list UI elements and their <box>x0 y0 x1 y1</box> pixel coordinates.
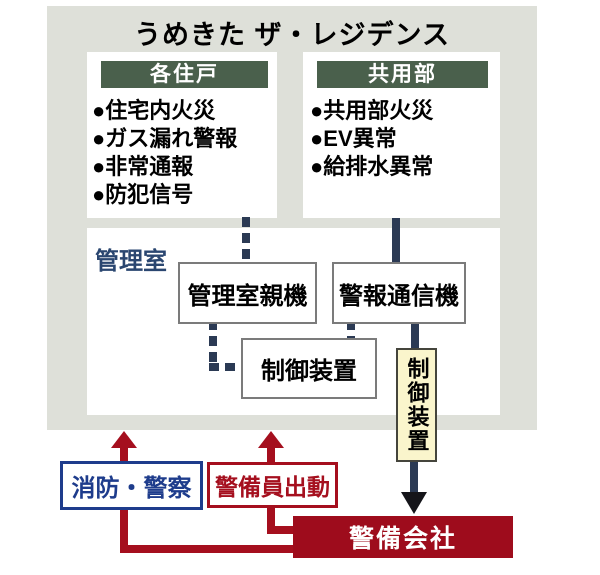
connector-security-to-guard-horizontal <box>267 526 294 534</box>
list-item: ●ガス漏れ警報 <box>92 126 238 151</box>
connector-common-to-transmitter <box>392 218 400 263</box>
guard-dispatch-label: 警備員出動 <box>215 474 330 500</box>
list-item: ●住宅内火災 <box>92 98 216 123</box>
list-item: ●EV異常 <box>310 126 397 151</box>
control-device-label: 制御装置 <box>261 358 357 385</box>
fire-police-label: 消防・警察 <box>71 475 192 502</box>
fire-police-box: 消防・警察 <box>60 461 203 510</box>
control-device-vertical-box: 制御装置 <box>396 348 437 462</box>
master-unit-label: 管理室親機 <box>187 282 308 310</box>
alarm-transmitter-label: 警報通信機 <box>339 282 459 310</box>
connector-device-to-security-shaft <box>410 456 418 496</box>
up-arrow-firepolice-icon <box>111 431 137 448</box>
guard-dispatch-box: 警備員出動 <box>207 462 338 508</box>
security-company-label: 警備会社 <box>348 525 457 553</box>
list-item: ●給排水異常 <box>310 154 434 179</box>
connector-master-to-control-horizontal-dashed <box>209 363 242 371</box>
units-alarm-list: ●住宅内火災 ●ガス漏れ警報 ●非常通報 ●防犯信号 <box>92 97 237 209</box>
list-item: ●共用部火災 <box>310 98 434 123</box>
down-arrow-icon <box>401 492 427 514</box>
common-alarm-list: ●共用部火災 ●EV異常 ●給排水異常 <box>310 97 433 181</box>
connector-transmitter-to-device <box>411 320 419 349</box>
common-panel-header: 共用部 <box>317 61 488 88</box>
list-item: ●非常通報 <box>92 154 194 179</box>
page-title: うめきた ザ・レジデンス <box>134 20 450 50</box>
connector-units-to-master-dashed <box>242 217 250 263</box>
alarm-transmitter-box: 警報通信機 <box>332 262 466 324</box>
security-company-box: 警備会社 <box>293 516 513 558</box>
master-unit-box: 管理室親機 <box>178 262 317 324</box>
connector-transmitter-to-control-dashed <box>347 320 355 338</box>
control-device-box: 制御装置 <box>241 338 377 399</box>
list-item: ●防犯信号 <box>92 182 194 207</box>
units-panel-header: 各住戸 <box>101 61 268 88</box>
connector-security-to-firepolice-horizontal <box>120 545 294 553</box>
control-device-vertical-label: 制御装置 <box>404 357 430 453</box>
up-arrow-guard-icon <box>258 431 284 448</box>
control-room-label: 管理室 <box>95 248 167 275</box>
connector-master-to-control-vertical-dashed <box>209 320 217 371</box>
